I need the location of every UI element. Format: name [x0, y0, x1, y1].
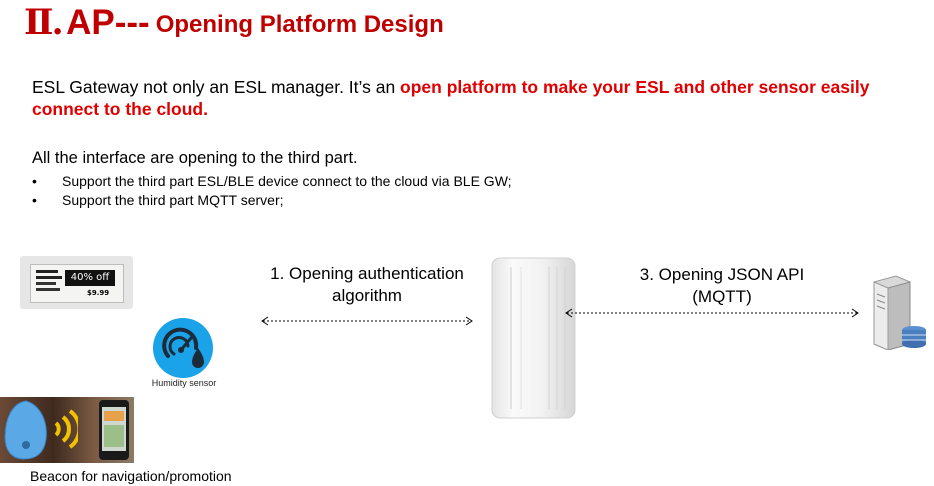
- slide-title: Ⅱ. AP---Opening Platform Design: [24, 2, 444, 46]
- interfaces-heading: All the interface are opening to the thi…: [32, 149, 358, 167]
- list-item-text: Support the third part ESL/BLE device co…: [62, 173, 512, 189]
- auth-label-line1: 1. Opening authentication: [270, 264, 464, 283]
- server-icon: [873, 275, 926, 350]
- intro-plain-text: ESL Gateway not only an ESL manager. It’…: [32, 77, 401, 97]
- list-item: • Support the third part ESL/BLE device c…: [32, 172, 512, 191]
- signal-waves-icon: [54, 409, 78, 449]
- humidity-sensor-caption: Humidity sensor: [151, 378, 217, 388]
- title-subtitle: Opening Platform Design: [155, 11, 444, 38]
- title-numeral: Ⅱ.: [24, 2, 64, 43]
- auth-algorithm-label: 1. Opening authentication algorithm: [252, 263, 482, 307]
- interfaces-list: • Support the third part ESL/BLE device c…: [32, 172, 512, 210]
- intro-highlight-text: open platform to make your ESL and other…: [32, 77, 870, 119]
- bullet-marker: •: [32, 173, 37, 189]
- auth-double-arrow: [261, 316, 473, 326]
- esl-price-small: $9.99: [87, 289, 110, 297]
- json-label-line1: 3. Opening JSON API: [639, 265, 805, 284]
- list-item-text: Support the third part MQTT server;: [62, 192, 284, 208]
- intro-paragraph: ESL Gateway not only an ESL manager. It’…: [32, 76, 912, 120]
- list-item: • Support the third part MQTT server;: [32, 191, 512, 210]
- ap-gateway-device: [491, 257, 576, 419]
- json-label-line2: (MQTT): [692, 287, 752, 306]
- beacon-image: [0, 397, 134, 463]
- auth-label-line2: algorithm: [332, 286, 402, 305]
- bullet-marker: •: [32, 192, 37, 208]
- json-api-label: 3. Opening JSON API (MQTT): [615, 264, 829, 308]
- esl-price-badge: 40% off: [65, 270, 115, 286]
- title-ap: AP---: [57, 3, 150, 42]
- esl-tag-image: 40% off $9.99: [20, 256, 133, 309]
- smartphone-icon: [99, 400, 129, 460]
- mqtt-double-arrow: [565, 308, 859, 318]
- humidity-sensor-icon: [153, 318, 213, 378]
- beacon-device-icon: [4, 400, 47, 460]
- beacon-caption: Beacon for navigation/promotion: [30, 468, 232, 484]
- esl-screen: 40% off $9.99: [30, 264, 124, 303]
